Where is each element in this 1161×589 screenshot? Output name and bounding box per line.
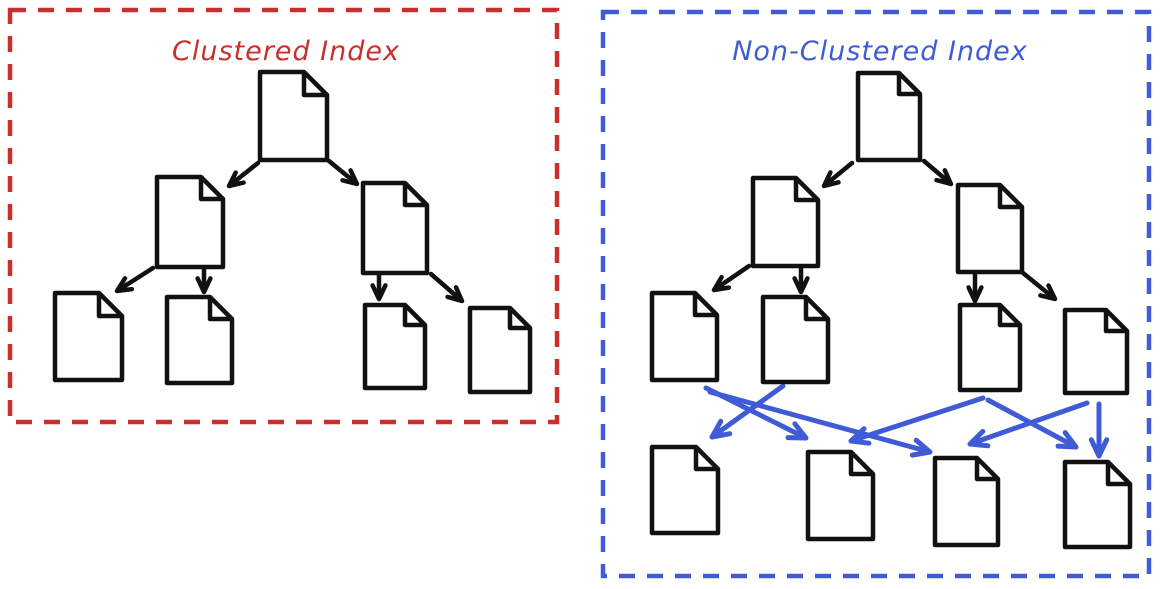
clustered-index-panel-border: [7, 7, 560, 425]
tree-arrow-root-to-child-left: [226, 160, 261, 189]
document-icon-leaf-2: [760, 294, 831, 385]
document-icon-root: [855, 70, 923, 163]
row-lookup-arrow-leaf-1-to-data-3: [707, 389, 933, 458]
non-clustered-index-title: Non-Clustered Index: [732, 36, 1028, 67]
tree-arrow-child-left-to-leaf-1: [711, 263, 752, 293]
document-icon-leaf-1: [649, 290, 720, 383]
tree-arrow-child-right-to-leaf-4: [428, 271, 465, 304]
tree-arrow-child-right-to-leaf-4: [1020, 270, 1058, 302]
document-icon-leaf-2: [164, 294, 235, 386]
tree-arrow-child-left-to-leaf-1: [114, 265, 156, 294]
document-icon-child-right: [360, 180, 430, 276]
tree-arrow-child-right-to-leaf-3: [966, 268, 984, 304]
row-lookup-arrow-leaf-4-to-data-4: [1088, 401, 1110, 459]
document-icon-leaf-4: [1062, 307, 1130, 396]
document-icon-child-left: [154, 174, 226, 270]
document-icon-leaf-1: [52, 290, 125, 383]
document-icon-data-3: [932, 455, 1001, 548]
row-lookup-arrow-leaf-2-to-data-1: [709, 383, 786, 440]
non-clustered-index-panel: Non-Clustered Index: [600, 9, 1152, 579]
document-icon-leaf-3: [957, 302, 1023, 393]
tree-arrow-root-to-child-right: [921, 158, 954, 187]
document-icon-root: [257, 69, 330, 163]
tree-arrow-root-to-child-right: [326, 158, 360, 187]
tree-arrow-root-to-child-left: [821, 160, 855, 189]
non-clustered-index-panel-border: [600, 9, 1152, 579]
document-icon-child-left: [750, 175, 821, 269]
clustered-index-panel: Clustered Index: [7, 7, 560, 425]
row-lookup-arrow-leaf-4-to-data-3: [967, 400, 1090, 449]
document-icon-leaf-3: [362, 302, 428, 391]
document-icon-child-right: [955, 182, 1025, 275]
clustered-index-title: Clustered Index: [172, 36, 400, 67]
document-icon-data-4: [1062, 459, 1133, 550]
document-icon-leaf-4: [467, 305, 533, 395]
row-lookup-arrow-leaf-3-to-data-2: [848, 395, 986, 446]
document-icon-data-1: [649, 444, 721, 536]
document-icon-data-2: [805, 449, 876, 542]
